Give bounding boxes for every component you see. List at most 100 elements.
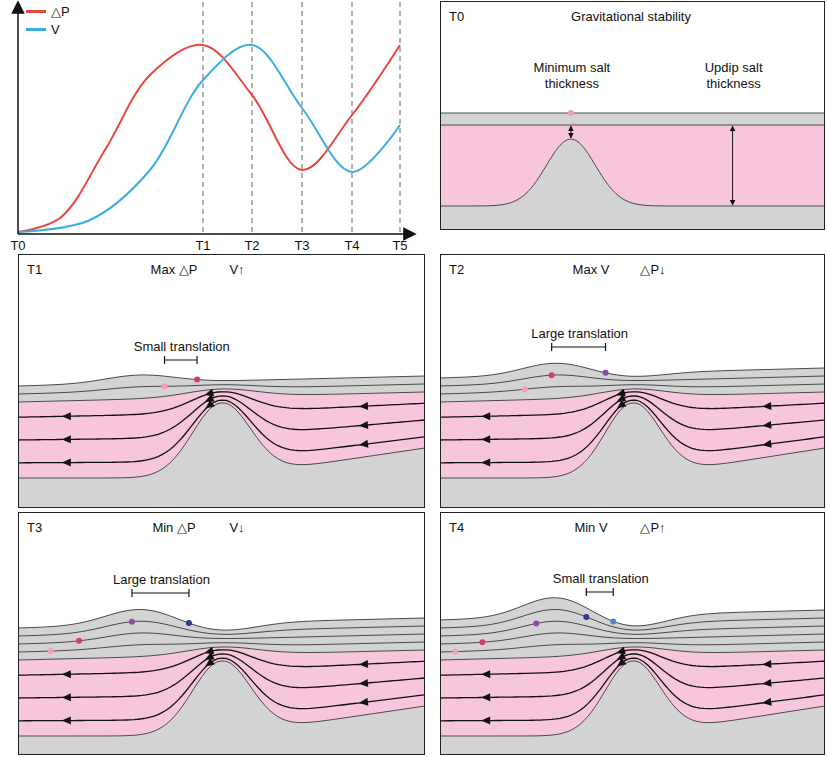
stratum-line	[440, 125, 825, 126]
legend-swatch	[26, 10, 46, 13]
time-marker	[352, 2, 353, 234]
marker-dot	[48, 648, 54, 654]
flow-arrowhead	[762, 421, 772, 430]
stage-state: △P↑	[640, 520, 665, 536]
stage-state: Min V	[574, 520, 607, 536]
salt-layer	[18, 647, 425, 736]
stage-label: T1	[27, 262, 42, 278]
axis-tick-label: T3	[294, 238, 309, 253]
panel-art	[440, 343, 825, 508]
flow-arrowhead	[62, 435, 71, 443]
marker-dot	[568, 110, 574, 116]
axis-tick-label: T5	[392, 238, 407, 253]
time-marker	[203, 2, 204, 234]
stage-label: T2	[449, 262, 464, 278]
stratum-line	[18, 375, 425, 386]
stage-panel: T4Min V△P↑Small translation	[440, 512, 825, 755]
marker-dot	[603, 370, 609, 376]
flow-line	[18, 396, 425, 440]
flow-arrowhead	[359, 421, 369, 430]
flow-arrowhead	[481, 717, 490, 725]
flow-arrowhead	[358, 698, 368, 707]
marker-dot	[522, 386, 528, 392]
annotation: Large translation	[531, 326, 628, 342]
stage-state: Max V	[573, 262, 610, 278]
stratum-line	[18, 610, 425, 631]
translation-bracket	[552, 343, 606, 351]
marker-dot	[186, 620, 192, 626]
marker-dot	[129, 619, 135, 625]
stratum-line	[440, 113, 825, 114]
stratum-line	[440, 642, 825, 652]
panel-art	[18, 356, 425, 508]
marker-dot	[583, 614, 589, 620]
time-marker	[400, 2, 401, 234]
flow-arrowhead	[62, 459, 71, 467]
salt-base-line	[440, 403, 825, 478]
marker-dot	[76, 638, 82, 644]
pressure-curve	[18, 45, 400, 232]
flow-arrowhead	[481, 412, 490, 420]
salt-layer	[440, 647, 825, 736]
stage-label: T3	[27, 520, 42, 536]
annotation: Small translation	[553, 571, 649, 587]
stage-panel: T2 Max V △P↓ Large translation	[440, 254, 825, 508]
legend-item: △P	[26, 4, 70, 19]
y-axis	[17, 3, 19, 234]
stage-state: V↑	[229, 262, 244, 278]
marker-dot	[533, 620, 539, 626]
flow-line	[18, 658, 425, 721]
axis-tick-label: T2	[244, 238, 259, 253]
flow-arrowhead	[62, 670, 71, 678]
flow-arrowhead	[359, 679, 369, 688]
stage-title: Gravitational stability	[571, 9, 691, 25]
flow-arrowhead	[203, 400, 215, 412]
flow-arrowhead	[615, 400, 627, 412]
annotation: Small translation	[134, 339, 230, 355]
flow-arrowhead	[762, 679, 772, 688]
flow-arrowhead	[762, 660, 771, 668]
thickness-arrow	[732, 126, 733, 205]
stratum-line	[18, 384, 425, 394]
stratum-line	[440, 384, 825, 394]
salt-base-line	[440, 139, 825, 206]
salt-base-line	[440, 661, 825, 736]
salt-base-line	[18, 403, 425, 478]
panel-art	[440, 110, 825, 230]
velocity-curve	[18, 45, 400, 232]
annotation: Updip salt thickness	[694, 60, 774, 91]
stage-state: △P↓	[640, 262, 665, 278]
stage-panel: T1 Max △P V↑ Small translation	[18, 254, 425, 508]
stratum-line	[440, 610, 825, 631]
flow-arrowhead	[762, 402, 771, 410]
flow-arrowhead	[62, 717, 71, 725]
flow-arrowhead	[481, 693, 490, 701]
flow-arrowhead	[762, 698, 772, 707]
flow-line	[18, 654, 425, 698]
flow-arrowhead	[62, 693, 71, 701]
flow-arrowhead	[615, 658, 627, 670]
time-marker	[252, 2, 253, 234]
overburden	[18, 610, 425, 660]
legend-label: △P	[51, 4, 70, 19]
flow-arrowhead	[203, 658, 215, 670]
flow-line	[440, 396, 825, 440]
flow-arrowhead	[62, 412, 71, 420]
stage-state: Min △P	[152, 520, 195, 536]
legend-swatch	[26, 28, 46, 31]
flow-arrowhead	[359, 402, 368, 410]
salt-base-line	[18, 661, 425, 736]
marker-dot	[452, 649, 458, 655]
flow-line	[18, 400, 425, 463]
axis-tick-label: T4	[344, 238, 359, 253]
marker-dot	[610, 618, 616, 624]
stratum-line	[440, 598, 825, 626]
stratum-line	[440, 363, 825, 378]
axis-tick-label: T0	[10, 238, 25, 253]
salt-layer	[440, 125, 825, 206]
overburden	[18, 375, 425, 402]
flow-arrowhead	[481, 435, 490, 443]
stage-state: Max △P	[151, 262, 198, 278]
